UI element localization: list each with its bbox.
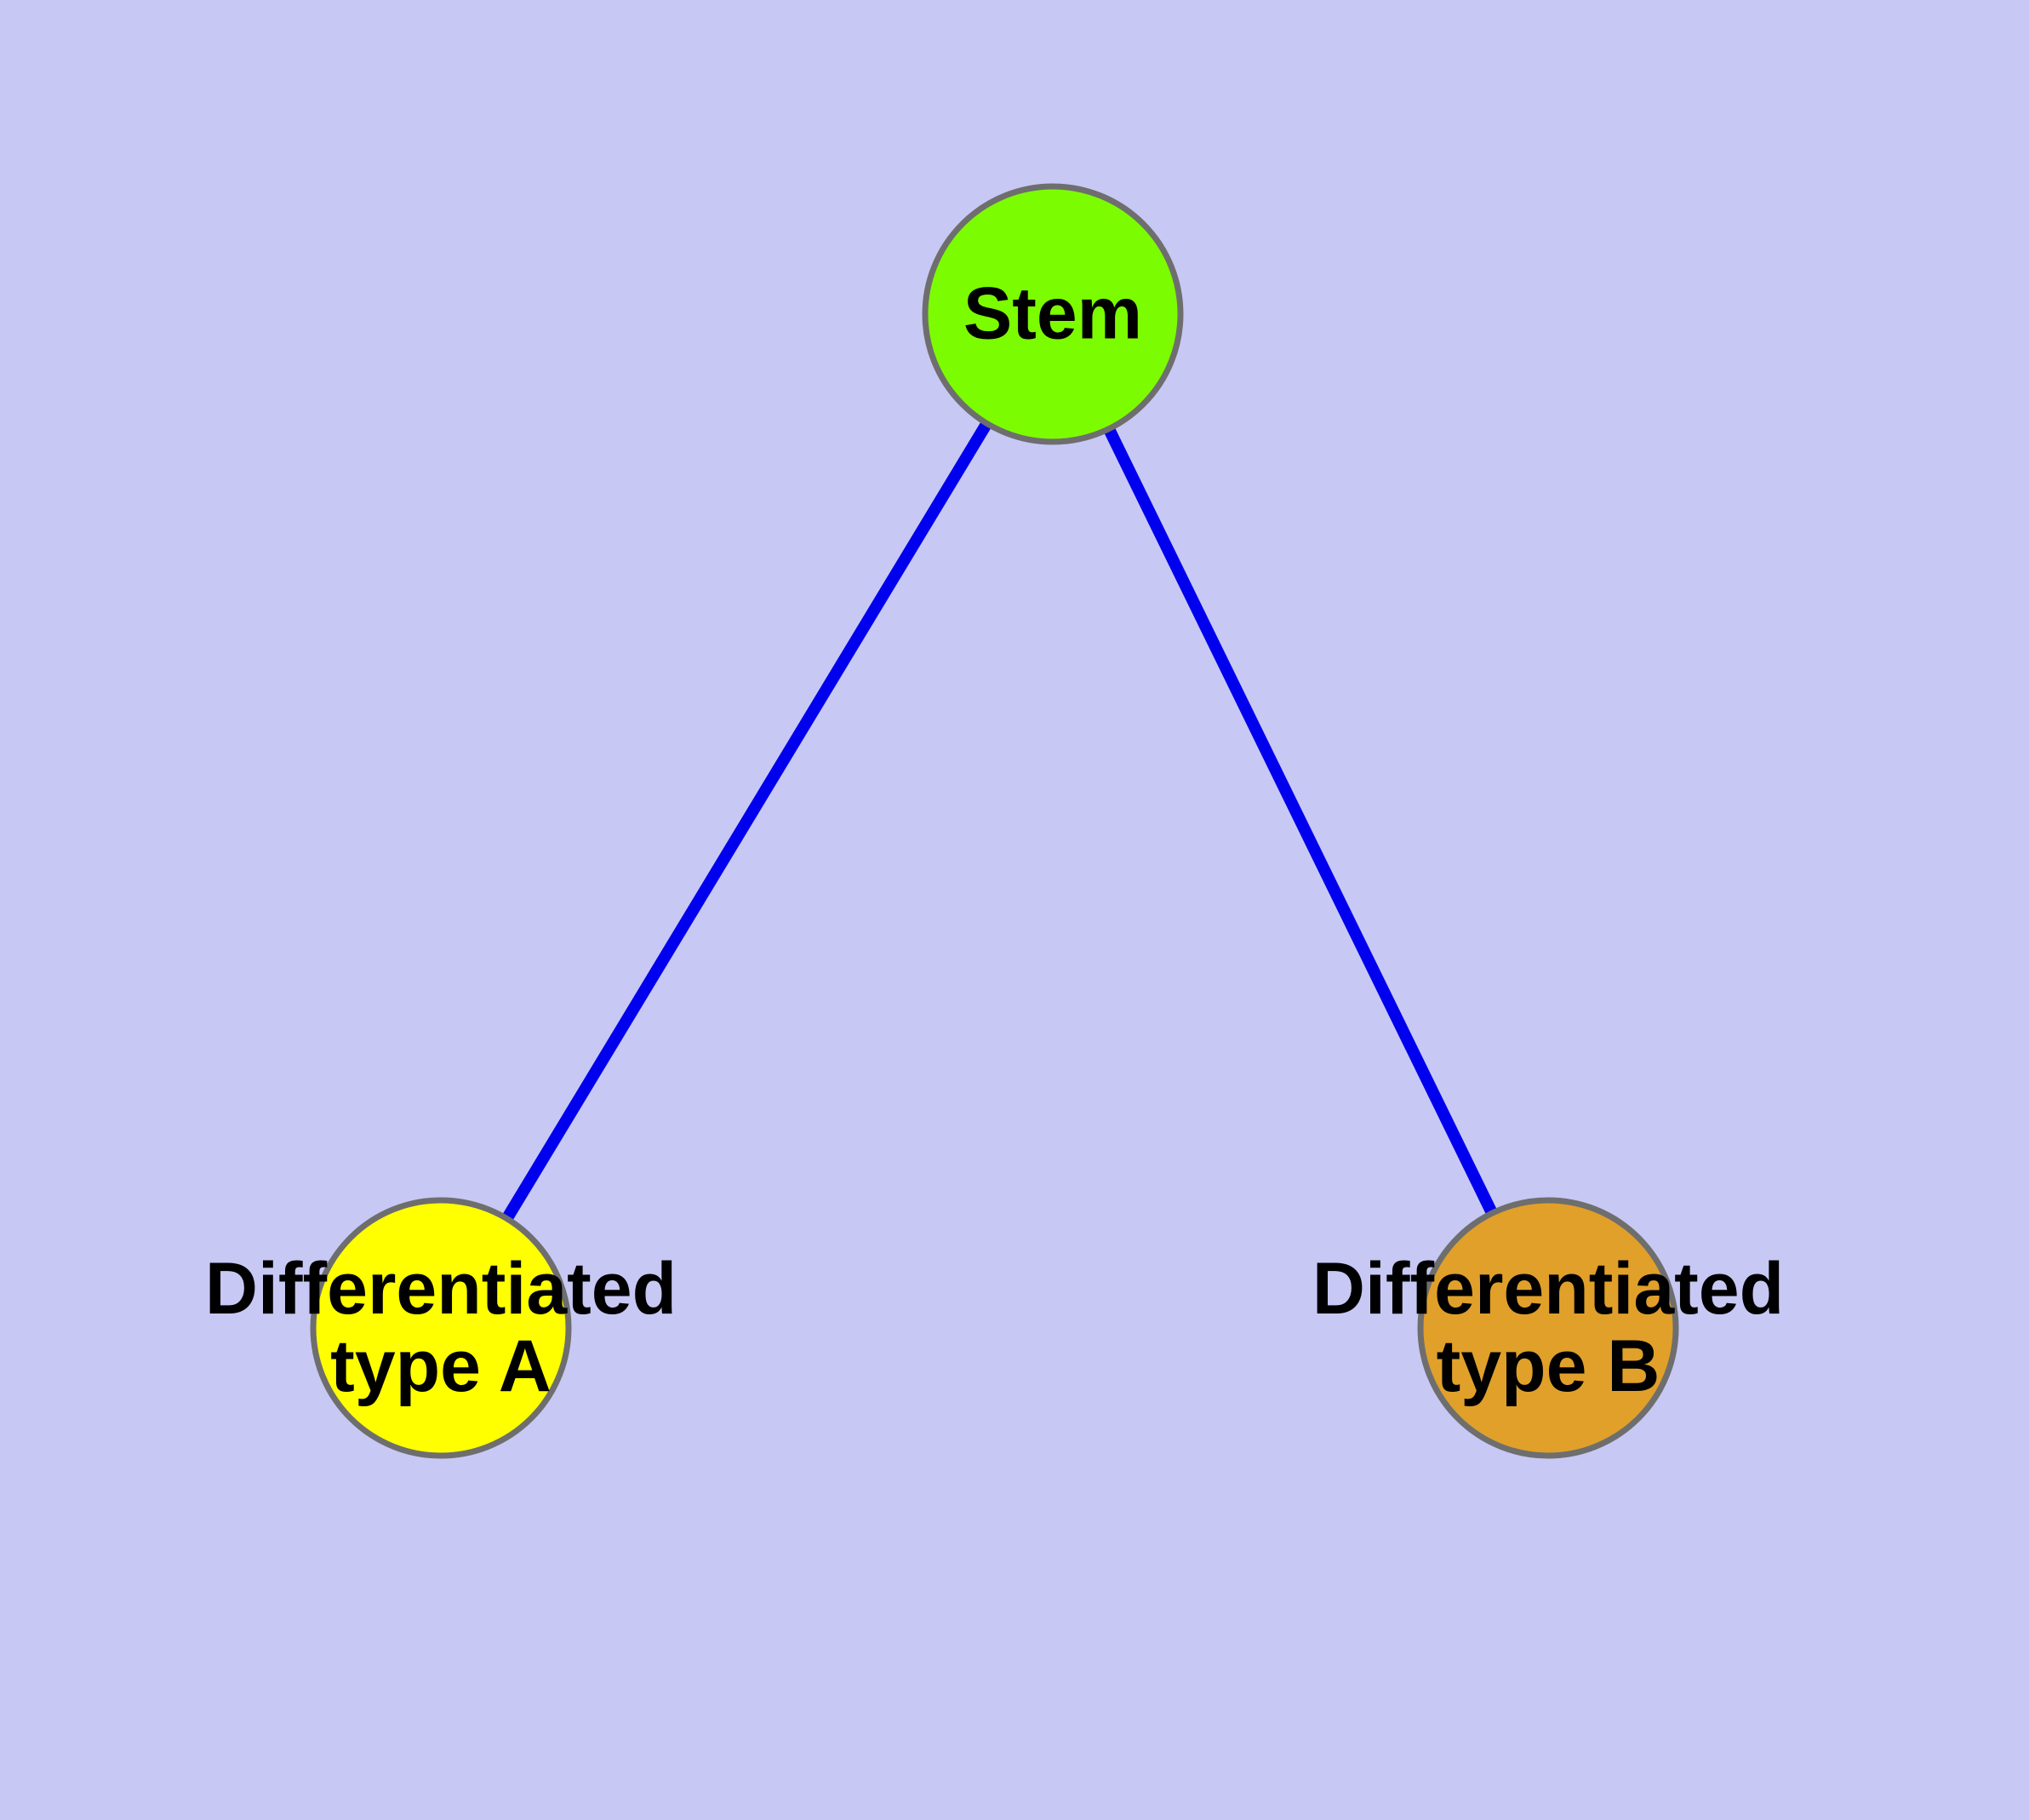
graph-node-stem[interactable] — [922, 183, 1184, 445]
graph-edge-stem-to-diff-b[interactable] — [1104, 427, 1497, 1215]
edges-layer — [502, 421, 1497, 1221]
nodes-layer — [310, 183, 1679, 1459]
graph-edge-stem-to-diff-a[interactable] — [502, 421, 992, 1221]
graph-node-diff-b[interactable] — [1417, 1197, 1679, 1459]
graph-node-diff-a[interactable] — [310, 1197, 572, 1459]
